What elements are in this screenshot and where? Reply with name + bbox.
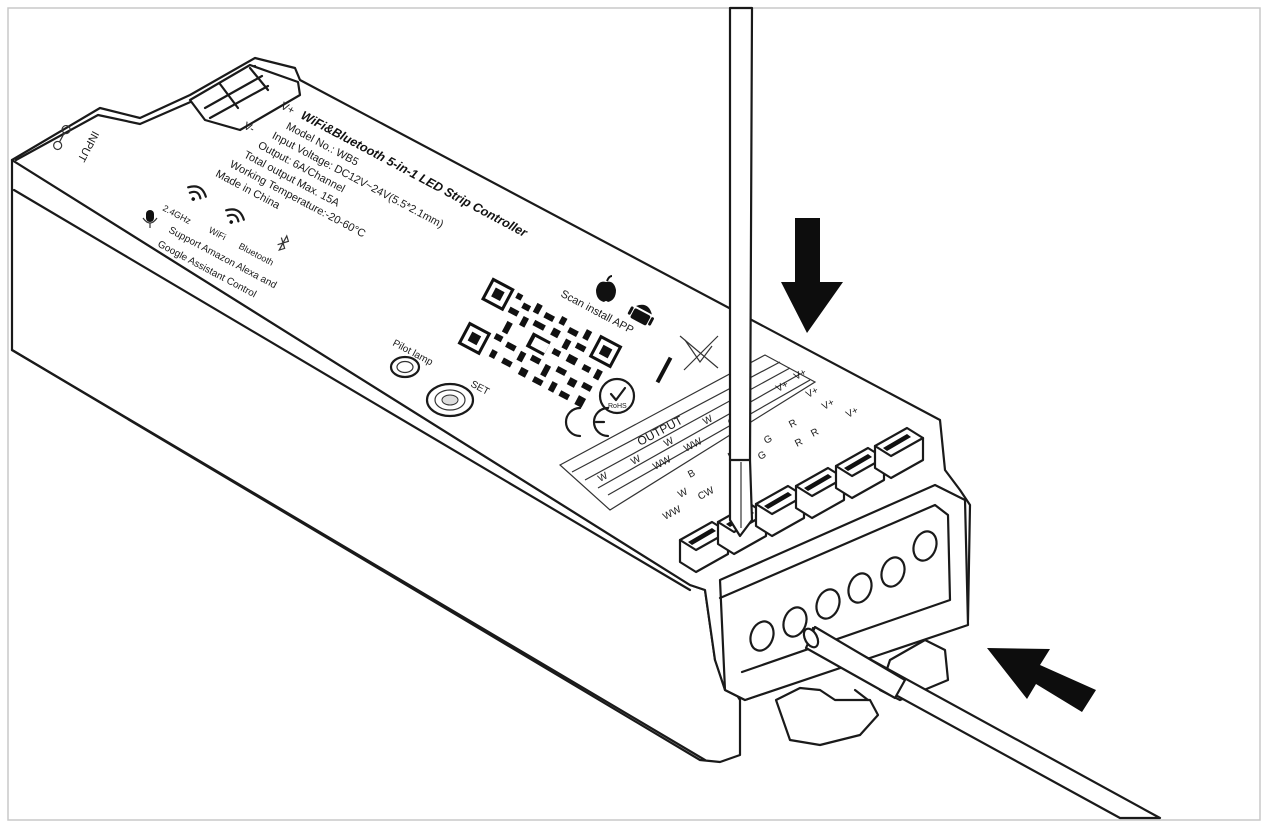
v-plus-label: V+ (279, 100, 297, 117)
body-bottom-edge (12, 188, 692, 592)
terminal-lever[interactable] (754, 484, 806, 538)
terminal-levers (678, 426, 925, 574)
table-cell: V+ (820, 397, 836, 413)
terminal-lever[interactable] (794, 466, 846, 520)
wifi-icon (225, 208, 245, 224)
microphone-icon (142, 210, 158, 228)
wire-hole[interactable] (780, 604, 811, 640)
weee-bin-icon (655, 335, 719, 384)
android-icon (627, 304, 654, 326)
bluetooth-icon (277, 234, 290, 252)
wire-holes (747, 528, 941, 654)
terminal-lever[interactable] (834, 446, 886, 500)
terminal-lever[interactable] (678, 520, 730, 574)
table-cell: V+ (792, 367, 808, 383)
wifi-icon-2g4 (187, 185, 207, 201)
wire-hole[interactable] (910, 528, 941, 564)
table-cell: V+ (774, 379, 790, 395)
terminal-lever[interactable] (873, 426, 925, 480)
wire-hole[interactable] (747, 618, 778, 654)
body-lower-edge (10, 348, 707, 762)
table-cell: V+ (844, 405, 860, 421)
arrow-insert-icon (987, 648, 1096, 712)
image-frame (7, 7, 1261, 821)
table-cell: B (686, 468, 697, 481)
rohs-label: RoHS (608, 403, 627, 410)
rohs-icon: RoHS (598, 377, 636, 415)
apple-icon (596, 275, 616, 302)
wire-hole[interactable] (813, 586, 844, 622)
table-cell: R (793, 437, 805, 450)
inserted-wire (802, 625, 1162, 820)
table-cell: R (809, 427, 821, 440)
set-button[interactable] (425, 382, 475, 418)
dc-input-connector (188, 63, 302, 132)
ce-icon (564, 406, 610, 438)
table-cell: R (787, 418, 799, 431)
qr-code (451, 271, 629, 419)
screwdriver (728, 6, 754, 538)
wire-hole[interactable] (845, 570, 876, 606)
terminal-block-front (718, 483, 970, 702)
terminal-block-rim (718, 503, 952, 674)
pilot-lamp (389, 355, 421, 379)
arrow-down-icon (781, 218, 843, 333)
wire-hole[interactable] (878, 554, 909, 590)
table-cell: V+ (804, 385, 820, 401)
